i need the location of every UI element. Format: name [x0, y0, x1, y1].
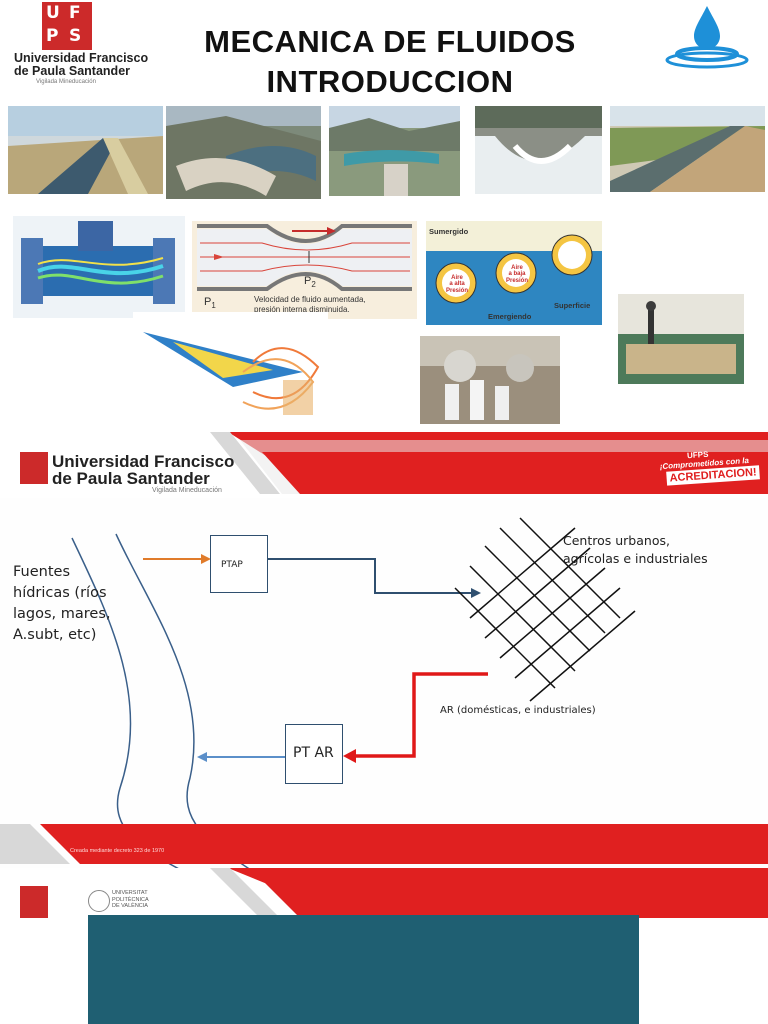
ufps-logo	[20, 452, 48, 484]
university-name-line2: de Paula Santander	[52, 469, 210, 488]
ptap-label: PTAP	[221, 560, 243, 570]
venturi-caption-line2: presión interna disminuida.	[254, 305, 350, 314]
slide-2: Universidad Francisco de Paula Santander…	[0, 432, 768, 868]
canal-photo	[8, 106, 163, 194]
venturi-diagram: P2 P1 Velocidad de fluido aumentada, pre…	[192, 221, 417, 319]
venturi-caption-line1: Velocidad de fluido aumentada,	[254, 295, 366, 304]
university-name-line2: de Paula Santander	[14, 64, 131, 78]
ptap-box: PTAP	[210, 535, 268, 593]
footer-band	[0, 824, 768, 864]
ufps-logo: U F P S	[42, 2, 92, 50]
dam-photo	[166, 106, 321, 199]
header-band	[0, 432, 768, 498]
irrigation-canal-photo	[610, 106, 765, 192]
hydraulics-lab-photo	[618, 294, 744, 384]
water-cycle-diagram	[71, 517, 636, 868]
footer-note: Creada mediante decreto 323 de 1970	[70, 848, 165, 854]
page-title: MECANICA DE FLUIDOS	[204, 24, 576, 59]
upv-seal-icon	[88, 890, 110, 912]
ptar-box: PT AR	[285, 724, 343, 784]
cfd-valve-image	[13, 216, 185, 318]
reservoir-photo	[329, 106, 460, 196]
page-subtitle: INTRODUCCION	[266, 64, 514, 99]
upv-name: UNIVERSITAT POLITÈCNICA DE VALÈNCIA	[112, 890, 149, 910]
university-tagline: Vigilada Mineducación	[152, 487, 222, 494]
slide-1: U F P S Universidad Francisco de Paula S…	[0, 0, 768, 430]
factory-workers-photo	[420, 336, 560, 424]
fuentes-hidricas-text: Fuentes hídricas (ríos lagos, mares, A.s…	[13, 564, 111, 644]
university-tagline: Vigilada Mineducación	[36, 79, 96, 85]
university-name-line1: Universidad Francisco	[14, 51, 149, 65]
ufps-logo	[20, 886, 48, 918]
superficie-label: Superficie	[554, 301, 591, 310]
content-panel	[88, 915, 639, 1024]
header-band	[210, 868, 768, 918]
centros-urbanos-text: Centros urbanos, agrícolas e industriale…	[563, 533, 708, 567]
spillway-photo	[475, 106, 602, 194]
aircraft-cfd-image	[133, 312, 328, 420]
emergiendo-label: Emergiendo	[488, 312, 532, 321]
university-name-line1: Universidad Francisco	[52, 452, 235, 471]
accreditation-badge: UFPS ¡Comprometidos con la ACREDITACION!	[657, 447, 761, 489]
p1-label: P	[204, 296, 212, 308]
slide-3: UNIVERSITAT POLITÈCNICA DE VALÈNCIA	[0, 868, 768, 1024]
water-drop-logo	[664, 2, 750, 70]
p2-label: P	[304, 275, 312, 287]
sumergido-label: Sumergido	[429, 227, 469, 236]
ptar-label: PT AR	[293, 745, 334, 761]
aguas-residuales-text: AR (domésticas, e industriales)	[440, 705, 596, 716]
